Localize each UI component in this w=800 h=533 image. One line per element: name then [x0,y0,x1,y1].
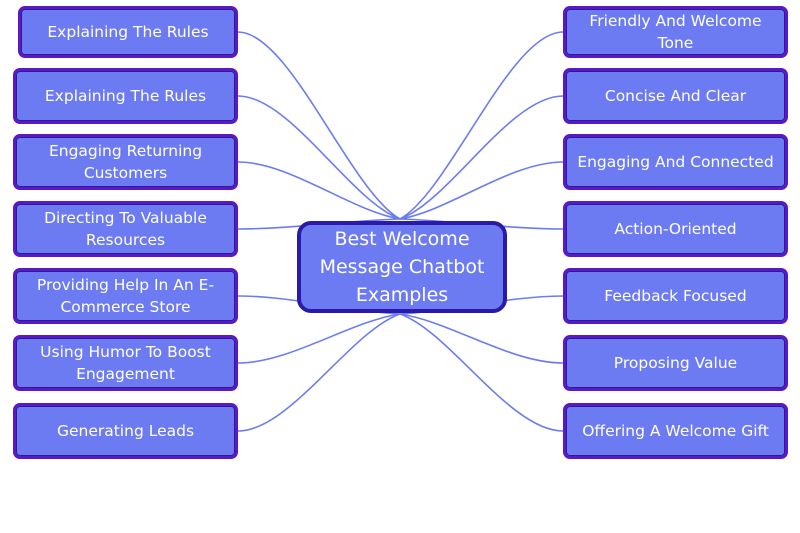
right-node-7: Offering A Welcome Gift [563,403,788,459]
connector-left-3 [237,161,401,220]
left-node-label: Explaining The Rules [44,87,207,105]
left-node-3: Engaging Returning Customers [13,134,238,190]
left-node-5: Providing Help In An E-Commerce Store [13,268,238,324]
connector-left-6 [237,313,401,364]
left-node-1: Explaining The Rules [18,6,238,58]
right-node-label: Feedback Focused [604,287,747,305]
right-node-4: Action-Oriented [563,201,788,257]
left-node-7: Generating Leads [13,403,238,459]
right-node-5: Feedback Focused [563,268,788,324]
right-node-3: Engaging And Connected [563,134,788,190]
right-node-label: Offering A Welcome Gift [582,422,769,440]
left-node-label: Engaging Returning Customers [48,142,203,182]
right-node-label: Concise And Clear [604,87,747,105]
right-node-2: Concise And Clear [563,68,788,124]
right-node-label: Proposing Value [613,354,738,372]
connector-right-3 [399,161,564,220]
left-node-6: Using Humor To Boost Engagement [13,335,238,391]
left-node-label: Directing To Valuable Resources [44,209,207,249]
left-node-4: Directing To Valuable Resources [13,201,238,257]
left-node-label: Using Humor To Boost Engagement [40,343,211,383]
left-node-label: Providing Help In An E-Commerce Store [36,276,215,316]
central-topic: Best Welcome Message Chatbot Examples [297,221,507,313]
right-node-label: Friendly And Welcome Tone [589,12,762,52]
right-node-6: Proposing Value [563,335,788,391]
left-node-label: Generating Leads [56,422,195,440]
connector-left-1 [237,31,401,220]
left-node-label: Explaining The Rules [47,23,209,41]
connector-left-7 [237,313,401,432]
connector-right-6 [399,313,564,364]
right-node-1: Friendly And Welcome Tone [563,6,788,58]
connector-right-2 [399,95,564,220]
central-topic-label: Best Welcome Message Chatbot Examples [319,228,485,306]
connector-right-7 [399,313,564,432]
right-node-label: Engaging And Connected [577,153,774,171]
connector-right-1 [399,31,564,220]
left-node-2: Explaining The Rules [13,68,238,124]
connector-left-2 [237,95,401,220]
right-node-label: Action-Oriented [614,220,737,238]
